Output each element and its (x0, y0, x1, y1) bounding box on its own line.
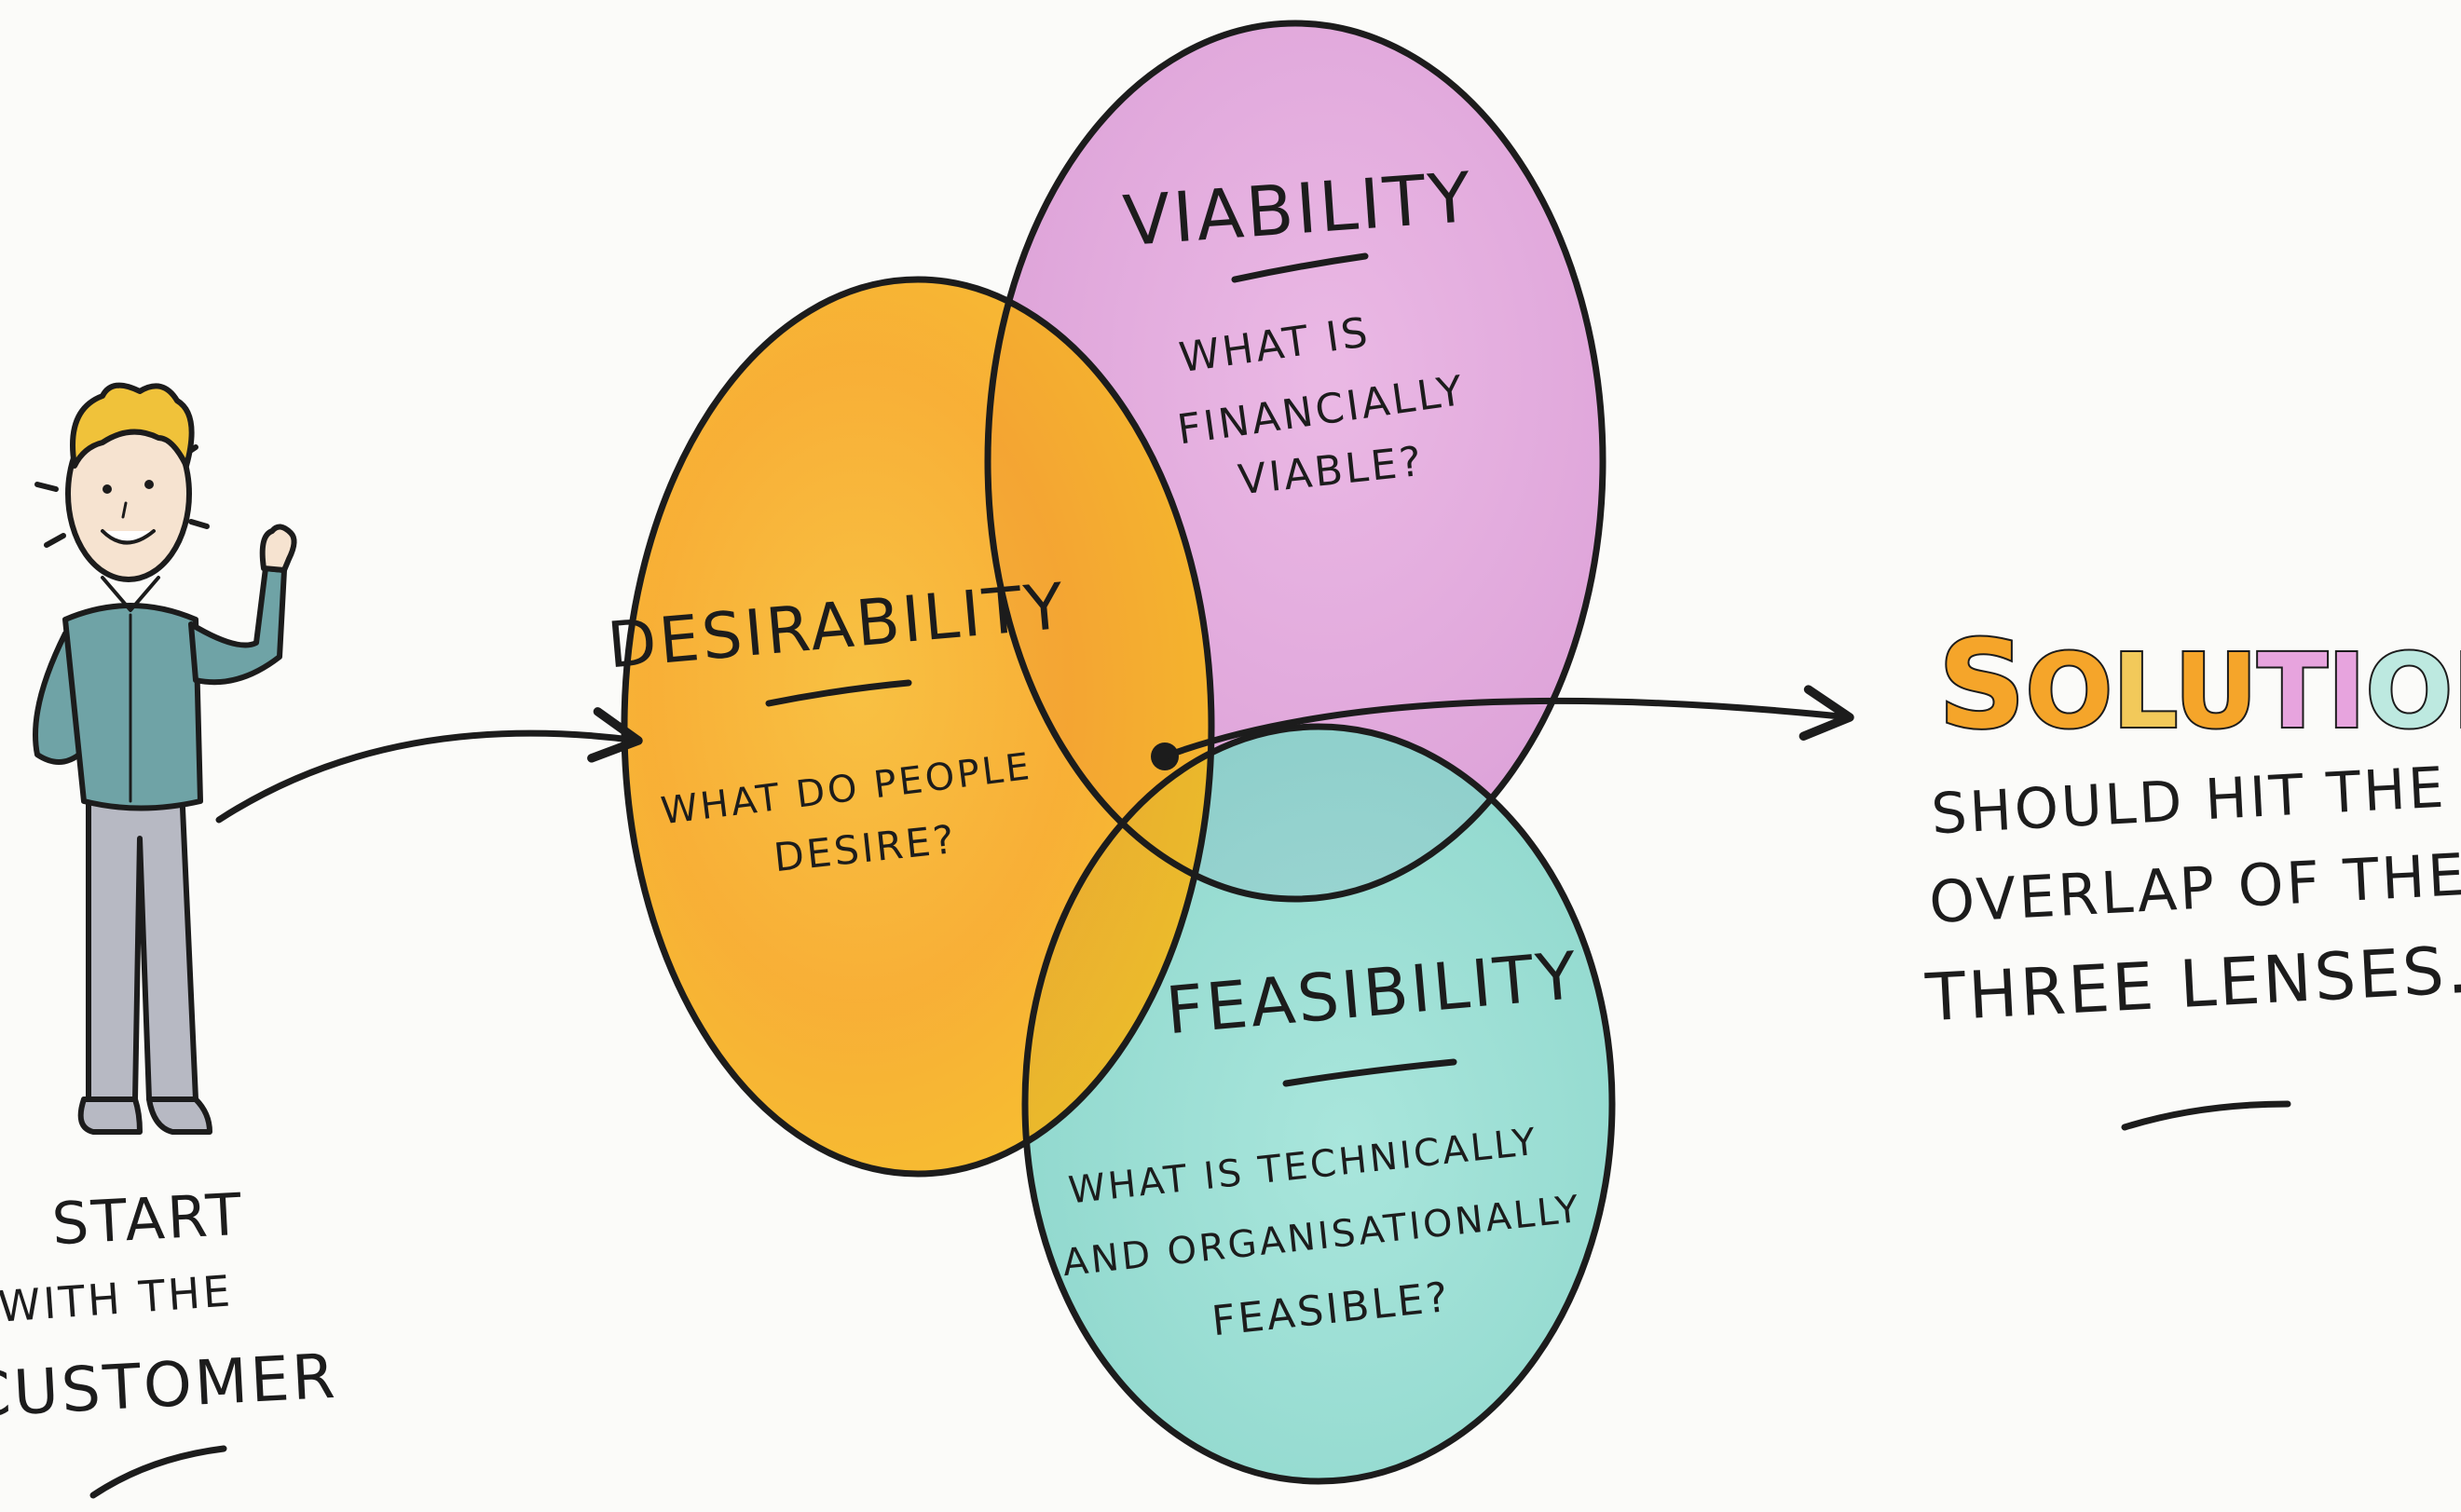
viability-circle-outline (984, 20, 1606, 903)
customer-arrow (215, 707, 643, 824)
solutions-letter-2: O (2026, 632, 2113, 751)
solutions-line2: OVERLAP OF THE (1928, 840, 2461, 936)
solutions-letter-5: T (2258, 632, 2328, 751)
solutions-block: SOLUTIONS SHOULD HIT THE OVERLAP OF THE … (1923, 612, 2461, 1131)
customer-caption-line3: CUSTOMER (0, 1341, 339, 1432)
solutions-letter-7: O (2366, 632, 2454, 751)
viability-underline (1231, 252, 1369, 283)
solutions-letter-4: U (2174, 632, 2257, 751)
customer-caption-underline (89, 1445, 227, 1499)
solutions-line3: THREE LENSES. (1923, 932, 2461, 1037)
venn-circles (621, 20, 1616, 1485)
solutions-title: SOLUTIONS (1938, 614, 2461, 756)
customer-caption-line1: START (50, 1180, 246, 1259)
customer-caption: START WITH THE CUSTOMER (0, 1180, 339, 1499)
solutions-arrow (1161, 685, 1854, 760)
feasibility-circle-outline (1021, 723, 1616, 1485)
solutions-letter-8: N (2453, 632, 2461, 751)
desirability-underline (765, 679, 912, 707)
desirability-circle (624, 279, 1211, 1174)
solutions-letter-6: I (2328, 632, 2366, 751)
solutions-underline (2121, 1100, 2291, 1131)
customer-caption-line2: WITH THE (0, 1265, 235, 1331)
solutions-letter-3: L (2112, 632, 2176, 751)
customer-figure-icon (33, 382, 297, 1135)
feasibility-underline (1282, 1058, 1457, 1087)
solutions-letter-1: S (1938, 614, 2026, 756)
solutions-line1: SHOULD HIT THE (1930, 756, 2448, 848)
